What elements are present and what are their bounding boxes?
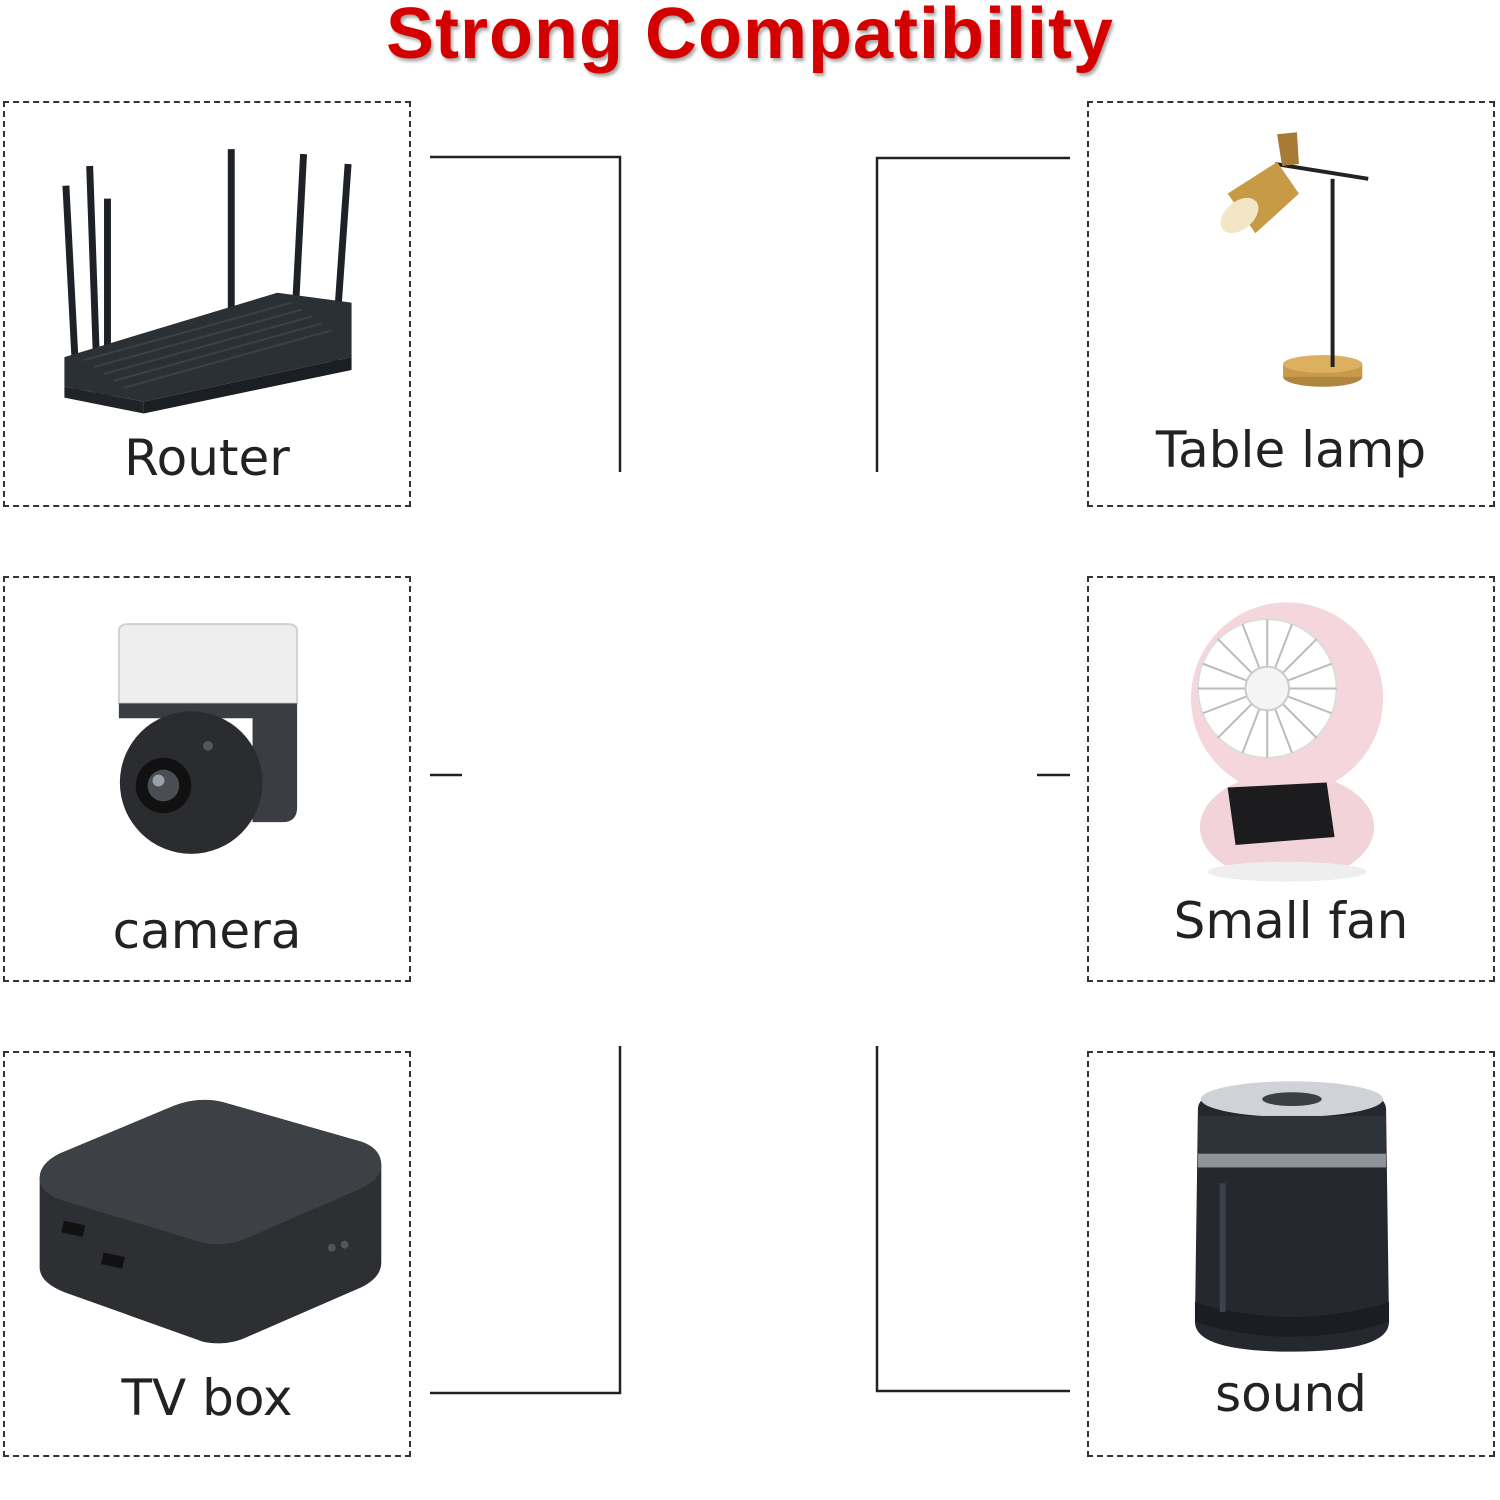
device-card-router: Router <box>3 101 411 507</box>
device-label-sound: sound <box>1215 1365 1367 1423</box>
device-card-sound: sound <box>1087 1051 1495 1457</box>
device-label-router: Router <box>124 429 290 487</box>
tv-box-icon <box>39 1099 382 1344</box>
small-fan-icon <box>1190 602 1384 882</box>
device-card-table-lamp: Table lamp <box>1087 101 1495 507</box>
camera-icon <box>117 623 299 854</box>
device-label-tv-box: TV box <box>121 1369 293 1427</box>
device-label-camera: camera <box>112 902 302 960</box>
device-card-small-fan: Small fan <box>1087 576 1495 982</box>
speaker-icon <box>1194 1081 1390 1352</box>
table-lamp-icon <box>1220 132 1369 387</box>
device-label-table-lamp: Table lamp <box>1155 421 1427 479</box>
router-icon <box>62 149 352 414</box>
device-card-camera: camera <box>3 576 411 982</box>
device-card-tv-box: TV box <box>3 1051 411 1457</box>
page-title: Strong Compatibility <box>386 0 1114 74</box>
device-label-small-fan: Small fan <box>1173 892 1409 950</box>
